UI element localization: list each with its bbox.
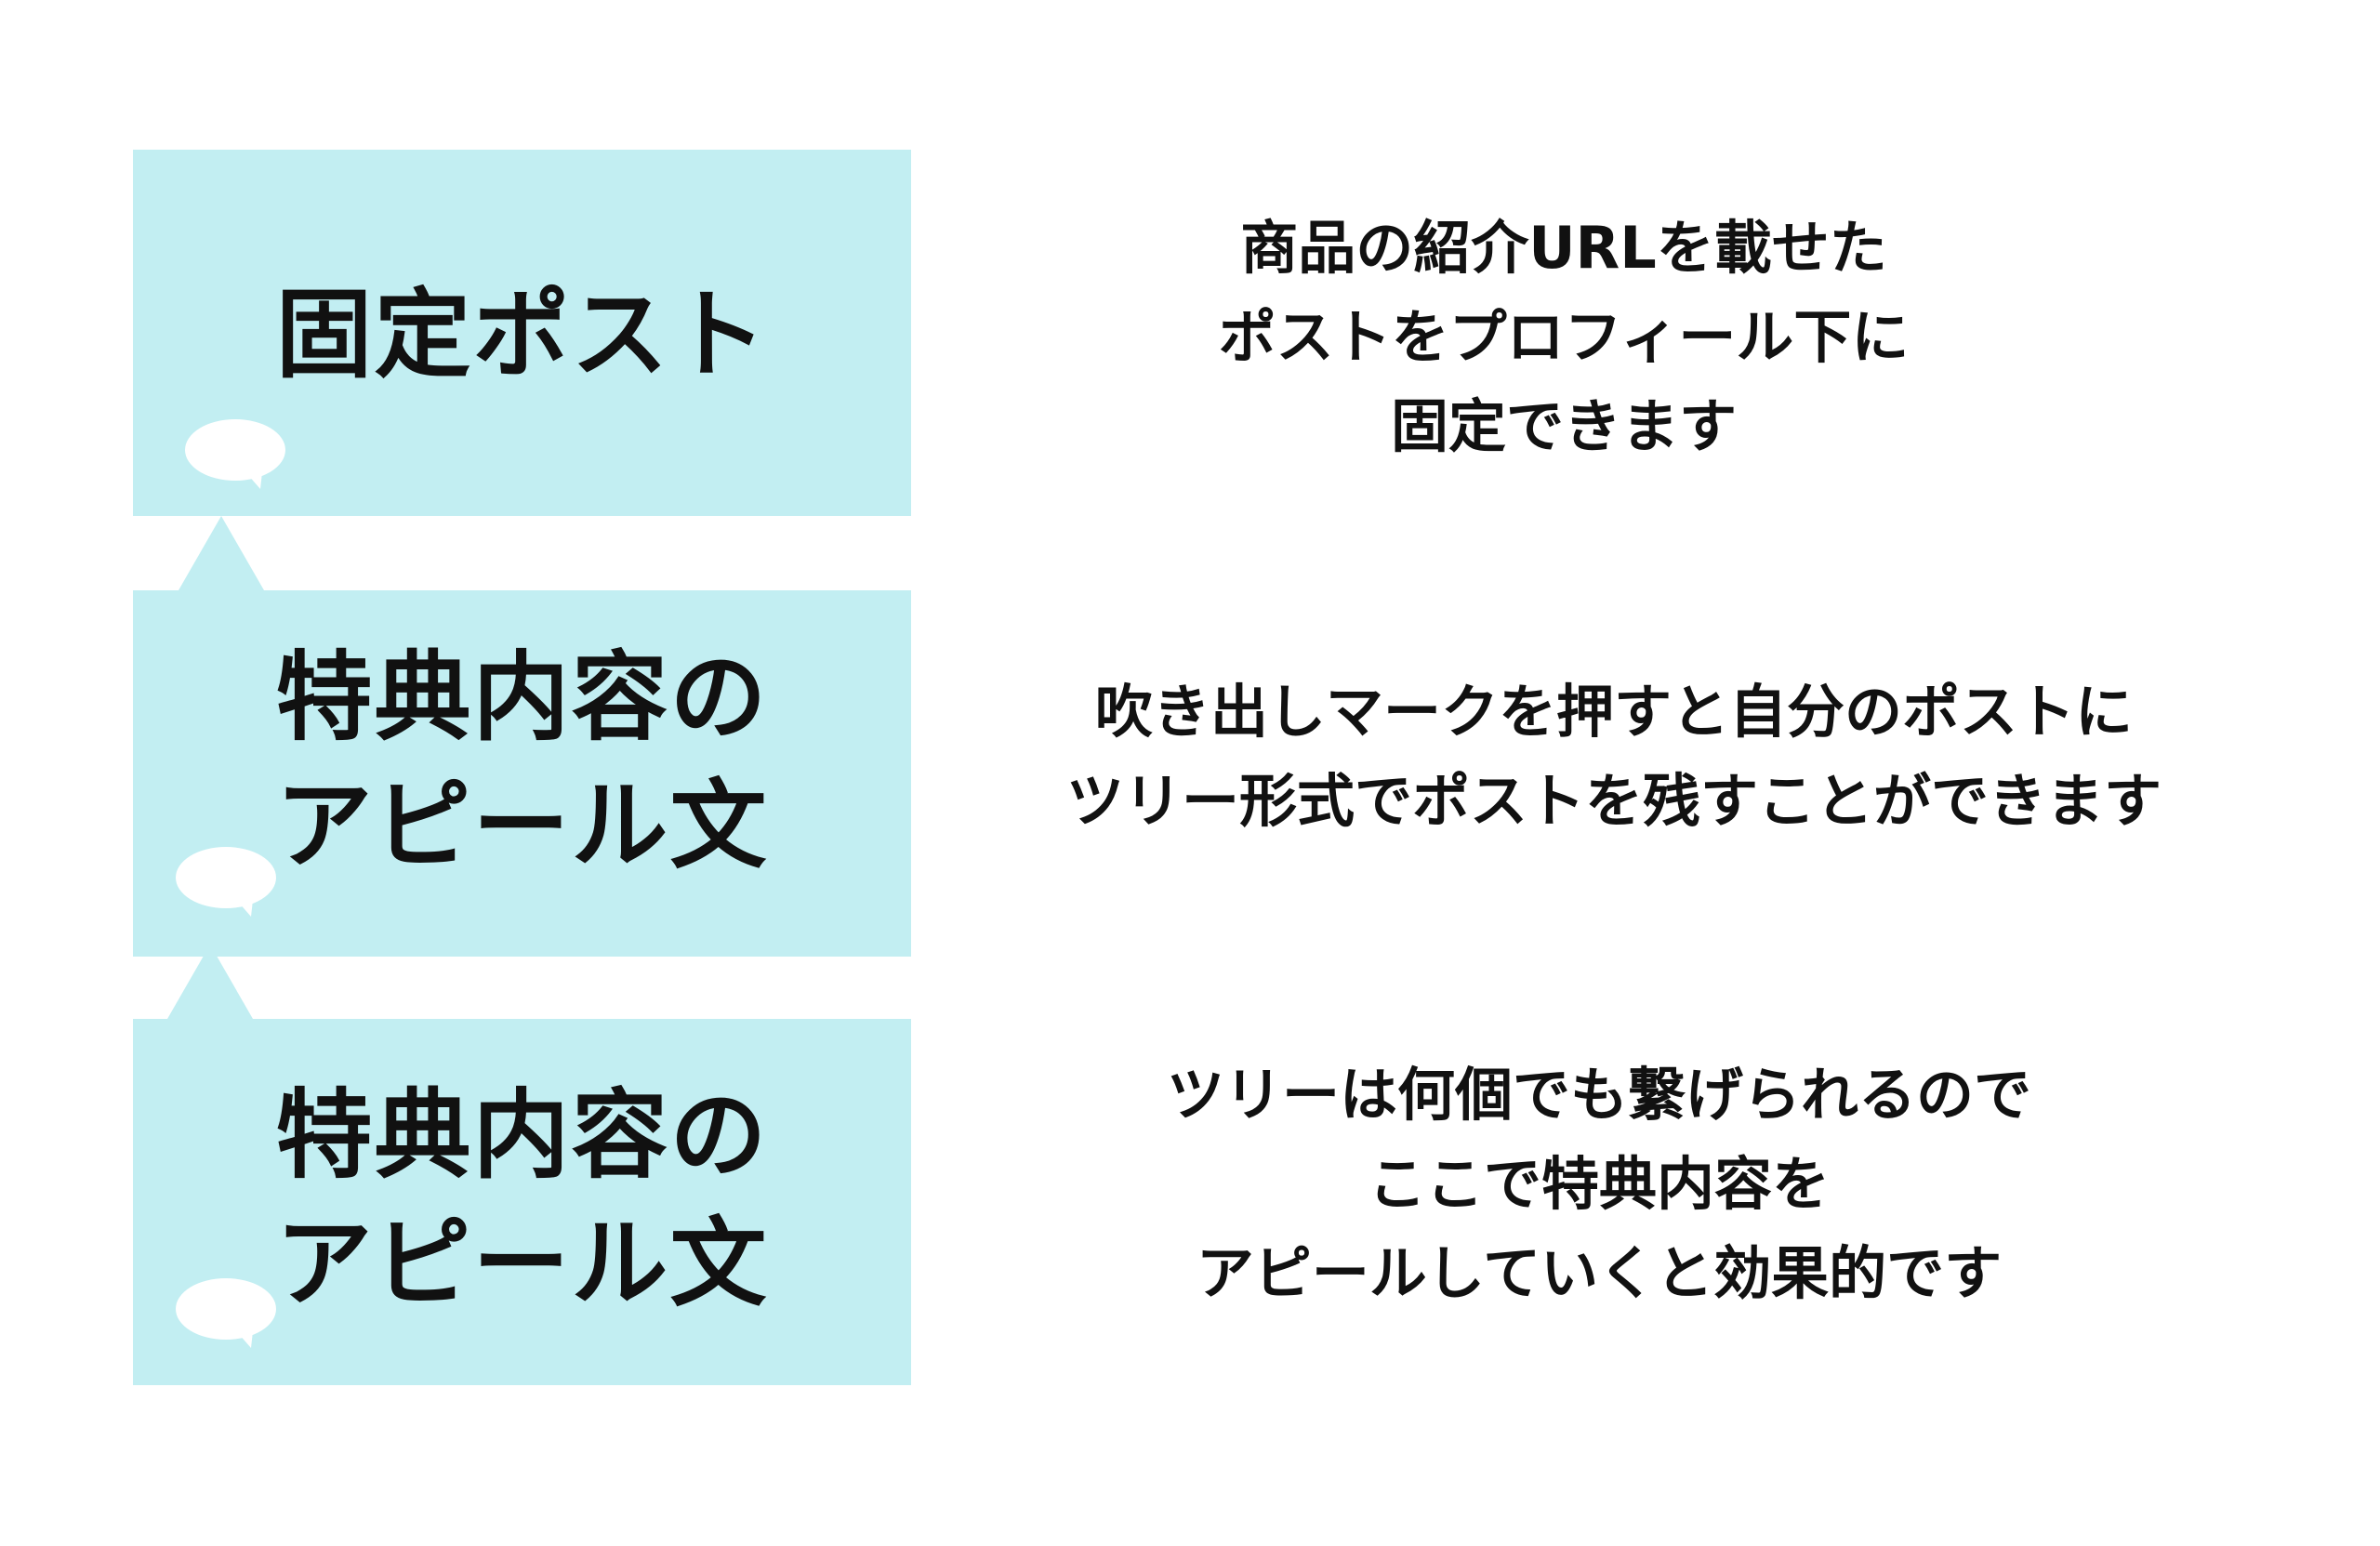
- step-description: ツリーは何個でも繋げられるので ここで特典内容を アピールしていくと効果的です: [1167, 1050, 2031, 1318]
- description-line: 吹き出しマークを押すと自分のポストに: [1094, 678, 2134, 746]
- speech-bubble-icon: [185, 419, 285, 489]
- step-title-line: アピール文: [275, 1207, 769, 1320]
- step-box-fixed-post: 固定ポスト: [133, 150, 911, 516]
- step-box-appeal-1: 特典内容の アピール文: [133, 590, 911, 957]
- speech-bubble-icon: [176, 1278, 276, 1348]
- step-box-appeal-2: 特典内容の アピール文: [133, 1019, 911, 1385]
- description-line: ここで特典内容を: [1368, 1150, 1831, 1218]
- speech-bubble-icon: [176, 847, 276, 917]
- step-description: 商品の紹介URLを載せた ポストをプロフィール下に 固定できます: [1219, 204, 1910, 471]
- description-line: ツリー形式でポストを残すことができます: [1065, 767, 2162, 835]
- step-title-line: アピール文: [275, 769, 769, 882]
- description-line: 商品の紹介URLを載せた: [1240, 214, 1887, 282]
- step-title-line: 特典内容の: [275, 641, 769, 754]
- connector-arrow: [167, 945, 253, 1019]
- connector-arrow: [178, 516, 264, 590]
- description-line: 固定できます: [1390, 392, 1738, 460]
- description-line: アピールしていくと効果的です: [1196, 1239, 2003, 1307]
- description-line: ポストをプロフィール下に: [1218, 303, 1910, 371]
- step-description: 吹き出しマークを押すと自分のポストに ツリー形式でポストを残すことができます: [1066, 667, 2162, 846]
- step-title-line: 特典内容の: [275, 1078, 769, 1192]
- description-line: ツリーは何個でも繋げられるので: [1166, 1061, 2032, 1129]
- step-title: 固定ポスト: [275, 278, 769, 391]
